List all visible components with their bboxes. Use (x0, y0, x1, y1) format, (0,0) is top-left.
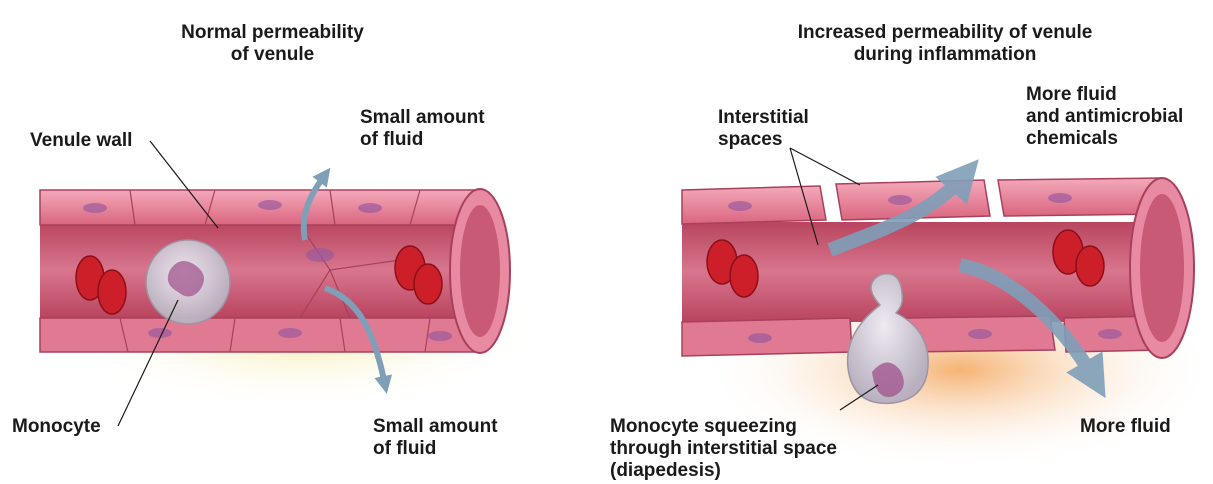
left-panel-title: Normal permeability of venule (150, 22, 395, 66)
normal-venule-illustration (40, 141, 540, 426)
monocyte-cell (146, 240, 230, 324)
wall-segment-1 (682, 186, 826, 224)
label-more-fluid: More fluid (1080, 416, 1171, 438)
label-venule-wall: Venule wall (30, 130, 132, 152)
label-interstitial-spaces: Interstitial spaces (718, 107, 809, 151)
wall-segment-3 (998, 178, 1160, 216)
label-monocyte: Monocyte (12, 416, 101, 438)
venule-wall-lower (40, 318, 480, 352)
label-fluid-bottom: Small amount of fluid (373, 416, 498, 460)
label-more-fluid-chemicals: More fluid and antimicrobial chemicals (1026, 84, 1183, 150)
right-panel-title: Increased permeability of venule during … (730, 22, 1160, 66)
label-fluid-top: Small amount of fluid (360, 107, 485, 151)
label-monocyte-squeezing: Monocyte squeezing through interstitial … (610, 416, 837, 482)
leader-interstitial-1 (790, 148, 860, 185)
